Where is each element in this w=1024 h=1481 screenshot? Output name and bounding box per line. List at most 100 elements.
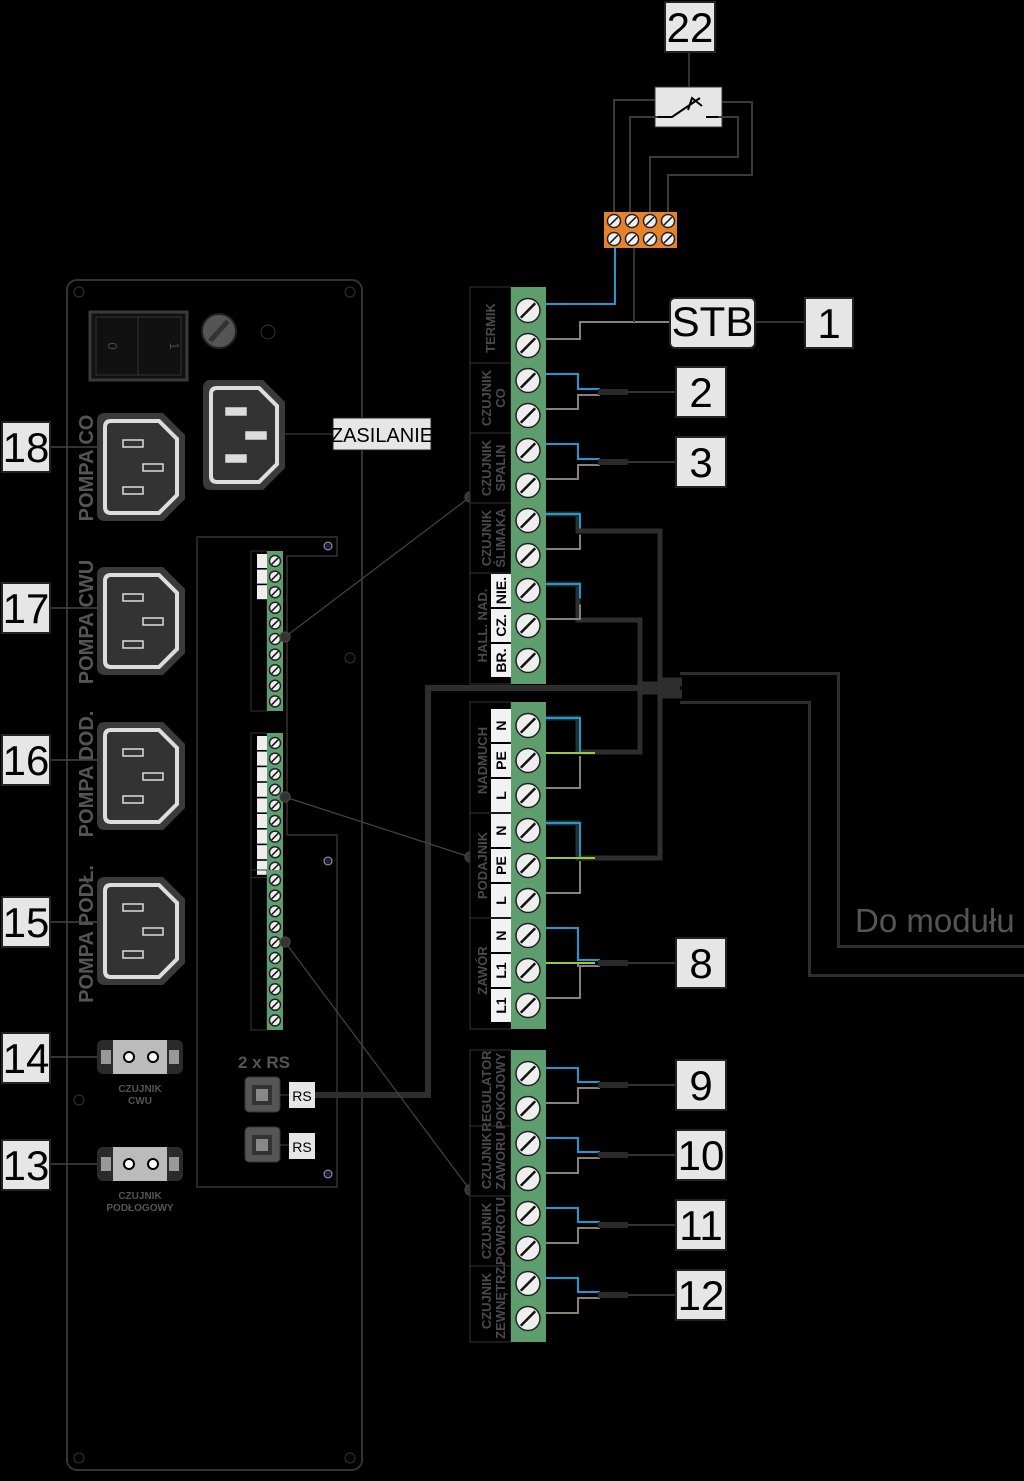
terminal-screw[interactable] bbox=[268, 967, 282, 980]
terminal-sub-label: NIE. bbox=[493, 577, 509, 604]
terminal-screw[interactable] bbox=[268, 814, 282, 828]
terminal-screw[interactable] bbox=[268, 554, 282, 568]
terminal-screw[interactable] bbox=[515, 1165, 541, 1192]
terminal-screw[interactable] bbox=[268, 695, 282, 708]
terminal-screw[interactable] bbox=[268, 617, 282, 630]
terminal-screw[interactable] bbox=[515, 472, 541, 499]
terminal-screw[interactable] bbox=[268, 648, 282, 661]
terminal-screw[interactable] bbox=[515, 817, 541, 844]
terminal-screw[interactable] bbox=[624, 213, 640, 229]
terminal-screw[interactable] bbox=[515, 367, 541, 394]
terminal-group-label: NADMUCH bbox=[475, 727, 490, 794]
terminal-screw[interactable] bbox=[515, 542, 541, 569]
terminal-screw[interactable] bbox=[268, 585, 282, 599]
sensor-podl-connector bbox=[97, 1147, 183, 1181]
terminal-screw[interactable] bbox=[268, 998, 282, 1012]
terminal-screw[interactable] bbox=[515, 577, 541, 604]
terminal-screw[interactable] bbox=[660, 213, 676, 229]
terminal-screw[interactable] bbox=[642, 231, 658, 247]
pump-socket-dod[interactable] bbox=[97, 722, 185, 830]
terminal-screw[interactable] bbox=[515, 402, 541, 429]
terminal-screw[interactable] bbox=[515, 1305, 541, 1332]
terminal-screw[interactable] bbox=[268, 799, 282, 812]
terminal-screw[interactable] bbox=[268, 679, 282, 693]
pump-socket-co[interactable] bbox=[97, 413, 185, 521]
terminal-sub-label: CZ. bbox=[493, 614, 509, 637]
terminal-screw[interactable] bbox=[515, 1060, 541, 1087]
sensor-wire-pair bbox=[545, 443, 676, 480]
terminal-screw[interactable] bbox=[515, 957, 541, 984]
callout-n10: 10 bbox=[675, 1129, 727, 1181]
callout-number: 1 bbox=[817, 300, 840, 347]
terminal-screw[interactable] bbox=[268, 663, 282, 677]
terminal-screw[interactable] bbox=[268, 982, 282, 996]
pump-socket-podl[interactable] bbox=[97, 877, 185, 985]
terminal-screw[interactable] bbox=[515, 1200, 541, 1227]
terminal-screw[interactable] bbox=[268, 767, 282, 781]
terminal-screw[interactable] bbox=[515, 647, 541, 674]
terminal-screw[interactable] bbox=[515, 922, 541, 949]
terminal-group-label: ZAWORU bbox=[493, 1132, 508, 1190]
terminal-screw[interactable] bbox=[515, 1095, 541, 1122]
terminal-sub-label: N bbox=[493, 930, 509, 940]
terminal-screw[interactable] bbox=[268, 601, 282, 615]
terminal-screw[interactable] bbox=[624, 231, 640, 247]
callout-number: 18 bbox=[3, 424, 50, 471]
terminal-screw[interactable] bbox=[268, 845, 282, 859]
terminal-screw[interactable] bbox=[515, 1130, 541, 1157]
terminal-screw[interactable] bbox=[268, 736, 282, 750]
terminal-screw[interactable] bbox=[268, 1014, 282, 1027]
terminal-screw[interactable] bbox=[268, 830, 282, 843]
callout-number: 14 bbox=[3, 1035, 50, 1082]
terminal-screw[interactable] bbox=[515, 712, 541, 739]
terminal-screw[interactable] bbox=[642, 213, 658, 229]
terminal-screw[interactable] bbox=[515, 992, 541, 1019]
pump-label-cwu: POMPA CWU bbox=[76, 560, 98, 684]
terminal-screw[interactable] bbox=[606, 213, 622, 229]
terminal-screw[interactable] bbox=[515, 1270, 541, 1297]
terminal-screw[interactable] bbox=[515, 782, 541, 809]
callout-n1: 1 bbox=[804, 297, 854, 349]
rs-port-2[interactable] bbox=[244, 1126, 281, 1163]
terminal-screw[interactable] bbox=[268, 783, 282, 797]
pump-socket-cwu[interactable] bbox=[97, 567, 185, 675]
terminal-screw[interactable] bbox=[268, 873, 282, 887]
terminal-screw[interactable] bbox=[515, 612, 541, 639]
terminal-screw[interactable] bbox=[268, 889, 282, 902]
terminal-screw[interactable] bbox=[268, 570, 282, 583]
terminal-group-label: SPALIN bbox=[493, 445, 508, 492]
terminal-group-label: PODAJNIK bbox=[475, 831, 490, 899]
terminal-screw[interactable] bbox=[515, 507, 541, 534]
power-switch[interactable]: 0 1 bbox=[88, 310, 189, 382]
terminal-screw[interactable] bbox=[515, 297, 541, 324]
pump-label-dod: POMPA DOD. bbox=[76, 711, 98, 838]
callout-number: 12 bbox=[678, 1272, 725, 1319]
terminal-screw[interactable] bbox=[268, 904, 282, 918]
rs-port-1[interactable] bbox=[244, 1076, 281, 1113]
terminal-screw[interactable] bbox=[660, 231, 676, 247]
terminal-screw[interactable] bbox=[606, 231, 622, 247]
terminal-screw[interactable] bbox=[515, 437, 541, 464]
terminal-screw[interactable] bbox=[268, 936, 282, 949]
callout-stb: STB bbox=[669, 297, 756, 349]
terminal-screw[interactable] bbox=[515, 887, 541, 914]
terminal-screw[interactable] bbox=[515, 852, 541, 879]
terminal-screw[interactable] bbox=[515, 332, 541, 359]
terminal-screw[interactable] bbox=[515, 1235, 541, 1262]
power-socket[interactable] bbox=[203, 380, 285, 490]
terminal-screw[interactable] bbox=[268, 752, 282, 765]
terminal-screw[interactable] bbox=[268, 951, 282, 965]
terminal-screw[interactable] bbox=[268, 632, 282, 646]
termik-wire-blue bbox=[545, 248, 616, 305]
terminal-screw[interactable] bbox=[515, 747, 541, 774]
terminal-group-label: ŚLIMAKA bbox=[493, 508, 508, 568]
terminal-screw[interactable] bbox=[268, 920, 282, 934]
